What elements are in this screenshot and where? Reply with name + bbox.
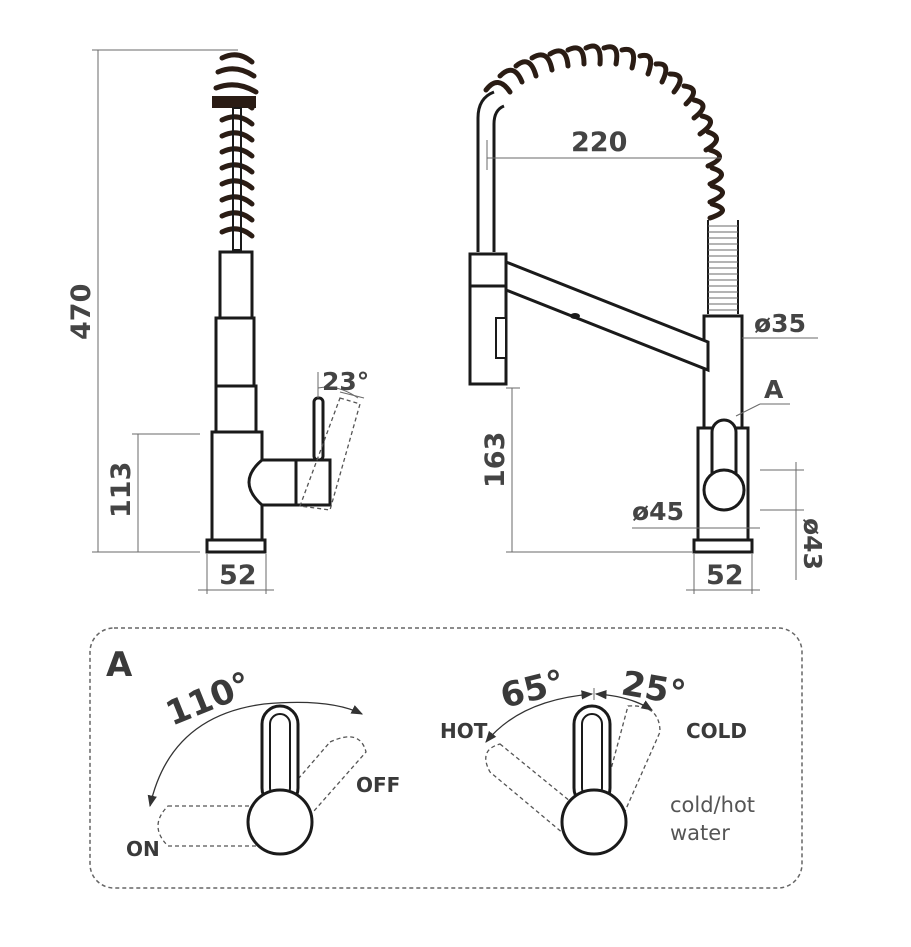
- dim-column-diameter: ø35: [754, 309, 806, 338]
- side-spring: [212, 52, 259, 251]
- detail-hot-angle: 65°: [497, 662, 569, 716]
- detail-panel: A 110° ON OFF 65° 25° HOT COLD: [89, 627, 803, 889]
- dim-spout-reach: 220: [571, 127, 627, 158]
- front-view: 220 ø35 A 163 ø45 52 ø43: [468, 43, 827, 594]
- side-base-ring: [205, 538, 267, 554]
- detail-title: A: [106, 645, 133, 685]
- side-lever-rotated: [299, 397, 361, 511]
- detail-cold-label: COLD: [686, 719, 747, 743]
- detail-mix-note-line1: cold/hot: [670, 793, 755, 817]
- detail-frame: [89, 627, 803, 889]
- detail-off-label: OFF: [356, 773, 400, 797]
- front-handle-knob: [702, 468, 746, 512]
- dim-base-diameter: ø45: [632, 497, 684, 526]
- detail-marker-a: A: [764, 375, 784, 404]
- dim-lever-angle: 23°: [322, 367, 369, 396]
- front-spray-collar: [468, 252, 508, 288]
- side-column-upper: [218, 250, 254, 320]
- detail-hot-label: HOT: [440, 719, 488, 743]
- dim-side-base-height: 113: [106, 462, 137, 518]
- side-column-sleeve: [214, 316, 256, 388]
- side-view: 23° 470 113 52: [66, 49, 369, 594]
- side-column-lower: [214, 384, 258, 434]
- front-column: [702, 314, 744, 430]
- front-spring: [483, 43, 739, 314]
- detail-mix-note-line2: water: [670, 821, 730, 845]
- side-lever: [312, 396, 325, 462]
- detail-open-angle: 110°: [160, 664, 257, 734]
- dim-front-base-width: 52: [706, 560, 744, 591]
- detail-on-label: ON: [126, 837, 160, 861]
- dim-handle-diameter: ø43: [798, 518, 827, 570]
- detail-mix-handle: 65° 25° HOT COLD cold/hot water: [440, 662, 755, 856]
- detail-onoff-handle: 110° ON OFF: [126, 664, 400, 861]
- dim-side-base-width: 52: [219, 560, 257, 591]
- dim-total-height: 470: [66, 284, 97, 340]
- dim-front-base-height: 163: [480, 432, 511, 488]
- front-base-ring: [692, 538, 754, 554]
- front-arm: [504, 259, 710, 373]
